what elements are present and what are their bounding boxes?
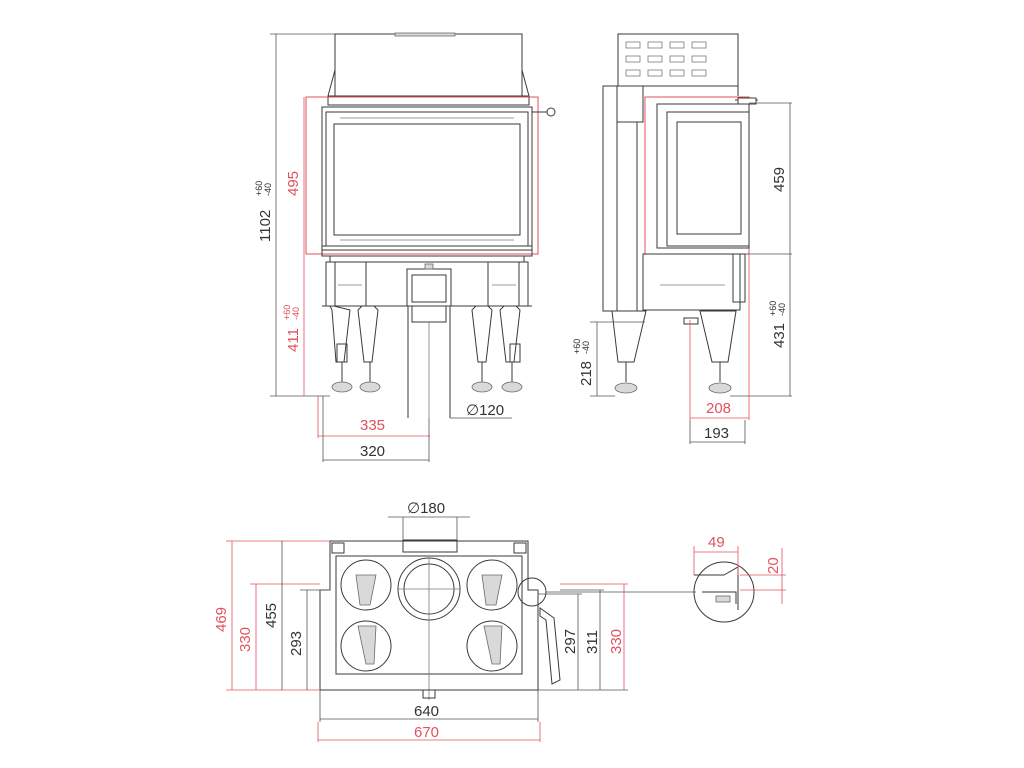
dim-base-tol-plus: +60 bbox=[282, 305, 292, 320]
dim-plan-right-311: 311 bbox=[584, 630, 601, 654]
dim-total-height-tol-minus: -40 bbox=[263, 183, 273, 196]
plan-dimensions: 469 330 455 293 297 311 330 640 670 bbox=[213, 534, 786, 742]
dim-plan-depth-gray-inner: 293 bbox=[288, 631, 305, 656]
dim-plan-width-red: 670 bbox=[414, 724, 439, 741]
dim-side-leg-tol-minus: -40 bbox=[581, 341, 591, 354]
dim-detail-height: 20 bbox=[765, 557, 782, 574]
plan-view: ∅180 bbox=[319, 500, 755, 700]
dim-front-width-red: 335 bbox=[360, 417, 385, 434]
dim-side-depth-red: 208 bbox=[706, 400, 731, 417]
dim-side-leg-tol-plus: +60 bbox=[572, 339, 582, 354]
dim-base-tol-minus: -40 bbox=[291, 307, 301, 320]
dim-side-base-tol-plus: +60 bbox=[768, 301, 778, 316]
dim-top-flue-diameter: ∅180 bbox=[407, 500, 445, 517]
dim-side-base-height: 431 bbox=[771, 323, 788, 348]
side-dimensions: 459 431 +60 -40 218 +60 -40 208 193 bbox=[572, 102, 792, 444]
dim-door-height: 495 bbox=[285, 171, 302, 196]
front-dimensions: 1102 +60 -40 495 411 +60 -40 335 320 ∅12… bbox=[254, 33, 512, 462]
dim-base-height: 411 bbox=[285, 328, 302, 352]
dim-plan-depth-gray: 455 bbox=[263, 603, 280, 628]
dim-side-leg-height: 218 bbox=[578, 361, 595, 386]
dim-plan-right-330: 330 bbox=[608, 629, 625, 654]
dim-plan-depth-red-inner: 330 bbox=[237, 627, 254, 652]
dim-side-door-height: 459 bbox=[771, 167, 788, 192]
dim-total-height: 1102 bbox=[257, 210, 274, 242]
front-view bbox=[305, 32, 556, 418]
dim-plan-right-297: 297 bbox=[562, 629, 579, 654]
dim-total-height-tol-plus: +60 bbox=[254, 181, 264, 196]
dim-front-width-gray: 320 bbox=[360, 443, 385, 460]
dim-flue-diameter: ∅120 bbox=[466, 402, 504, 419]
side-view bbox=[602, 33, 758, 394]
dim-side-depth-gray: 193 bbox=[704, 425, 729, 442]
dim-plan-depth-red: 469 bbox=[213, 607, 230, 632]
dim-plan-width-gray: 640 bbox=[414, 703, 439, 720]
dim-detail-width: 49 bbox=[708, 534, 725, 551]
dim-side-base-tol-minus: -40 bbox=[777, 303, 787, 316]
